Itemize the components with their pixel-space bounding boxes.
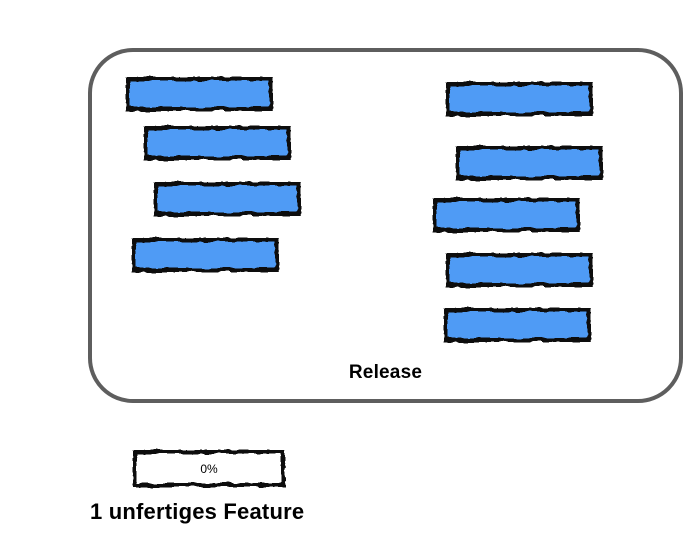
feature-bar: [444, 308, 591, 342]
feature-bar: [132, 238, 279, 272]
feature-bar: [446, 253, 593, 287]
feature-bar: [154, 182, 301, 216]
feature-bar: [456, 146, 603, 180]
progress-bar: [133, 450, 285, 487]
release-label: Release: [348, 362, 423, 383]
progress-percent: 0%: [200, 461, 218, 476]
feature-bar: [446, 82, 593, 116]
feature-bar: [433, 198, 580, 232]
unfinished-feature-caption: 1 unfertiges Feature: [90, 499, 305, 524]
feature-bar: [126, 77, 273, 111]
feature-bar: [144, 126, 291, 160]
release-container: Release: [88, 48, 683, 403]
